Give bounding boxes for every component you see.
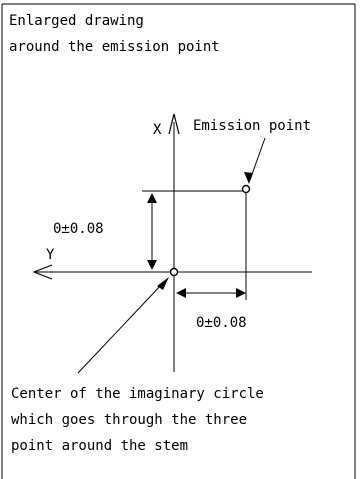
- y-axis-label: Y: [46, 247, 55, 263]
- horizontal-dimension-arrow-left: [176, 288, 186, 298]
- emission-point-marker: [241, 184, 251, 194]
- drawing-title-line-1: Enlarged drawing: [9, 13, 144, 29]
- vertical-dimension-label: 0±0.08: [53, 221, 104, 237]
- emission-point-leader-arrow: [244, 172, 253, 184]
- emission-point-label: Emission point: [193, 118, 311, 134]
- center-note-line-3: point around the stem: [11, 438, 189, 454]
- x-axis-label: X: [153, 122, 162, 138]
- center-note-line-2: which goes through the three: [11, 412, 248, 428]
- vertical-dimension-arrow-top: [147, 193, 157, 203]
- center-point-marker: [169, 267, 179, 277]
- vertical-dimension-arrow-bottom: [147, 260, 157, 270]
- x-axis-arrowhead: [168, 113, 180, 135]
- center-point-leader: [77, 282, 164, 374]
- horizontal-dimension-arrow-right: [236, 288, 246, 298]
- center-note-line-1: Center of the imaginary circle: [11, 386, 264, 402]
- horizontal-dimension-label: 0±0.08: [196, 315, 247, 331]
- drawing-title-line-2: around the emission point: [9, 39, 220, 55]
- y-axis-arrowhead: [32, 264, 53, 280]
- center-point-leader-arrow: [157, 277, 169, 290]
